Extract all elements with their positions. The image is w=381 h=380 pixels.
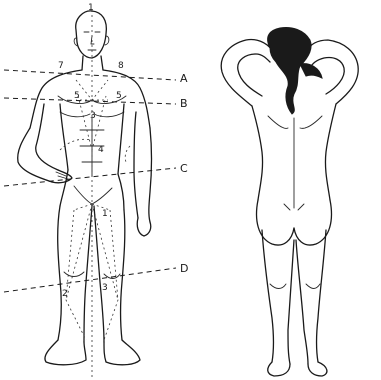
point-5-left: 5 [74, 91, 80, 101]
point-3-chest: 3 [90, 111, 96, 121]
point-4: 4 [98, 145, 104, 155]
line-labels: A B C D [180, 72, 188, 275]
point-7: 7 [58, 61, 64, 71]
line-a [4, 70, 176, 80]
label-line-a: A [180, 72, 188, 85]
point-1-head: 1 [88, 3, 94, 13]
front-male-figure [18, 10, 152, 378]
label-line-b: B [180, 97, 188, 110]
line-d [4, 268, 176, 292]
point-5-right: 5 [116, 91, 122, 101]
label-line-d: D [180, 262, 188, 275]
label-line-c: C [180, 162, 188, 175]
back-female-figure [221, 28, 358, 377]
point-2: 2 [62, 289, 68, 299]
point-1-thigh: 1 [102, 209, 108, 219]
point-8: 8 [118, 61, 124, 71]
point-labels: 1 7 8 5 5 3 4 1 2 3 [58, 3, 124, 299]
point-3-knee: 3 [102, 283, 108, 293]
